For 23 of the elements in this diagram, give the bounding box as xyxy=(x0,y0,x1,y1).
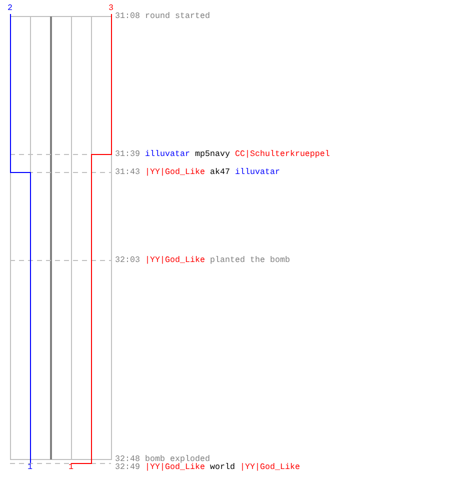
weapon-name: ak47 xyxy=(210,168,230,176)
player-count: 2 xyxy=(8,4,12,12)
weapon-name: mp5navy xyxy=(194,150,230,158)
timestamp: 31:39 xyxy=(115,150,140,158)
weapon-name: world xyxy=(210,463,235,471)
timestamp: 31:43 xyxy=(115,168,140,176)
player-name: |YY|God_Like xyxy=(145,463,205,471)
event-text: round started xyxy=(145,12,210,20)
event-text: bomb exploded xyxy=(145,455,210,463)
player-count: 1 xyxy=(28,463,32,471)
player-name: illuvatar xyxy=(145,150,190,158)
timestamp: 31:08 xyxy=(115,12,140,20)
player-name: |YY|God_Like xyxy=(240,463,300,471)
timestamp: 32:03 xyxy=(115,256,140,264)
timestamp: 32:48 xyxy=(115,455,140,463)
player-name: |YY|God_Like xyxy=(145,256,205,264)
player-name: |YY|God_Like xyxy=(145,168,205,176)
player-count: 3 xyxy=(108,4,114,12)
player-name: illuvatar xyxy=(234,168,280,176)
timestamp: 32:49 xyxy=(115,463,140,471)
event-text: planted the bomb xyxy=(210,256,290,264)
player-count: 1 xyxy=(68,463,74,471)
player-name: CC|Schulterkrueppel xyxy=(234,150,330,158)
